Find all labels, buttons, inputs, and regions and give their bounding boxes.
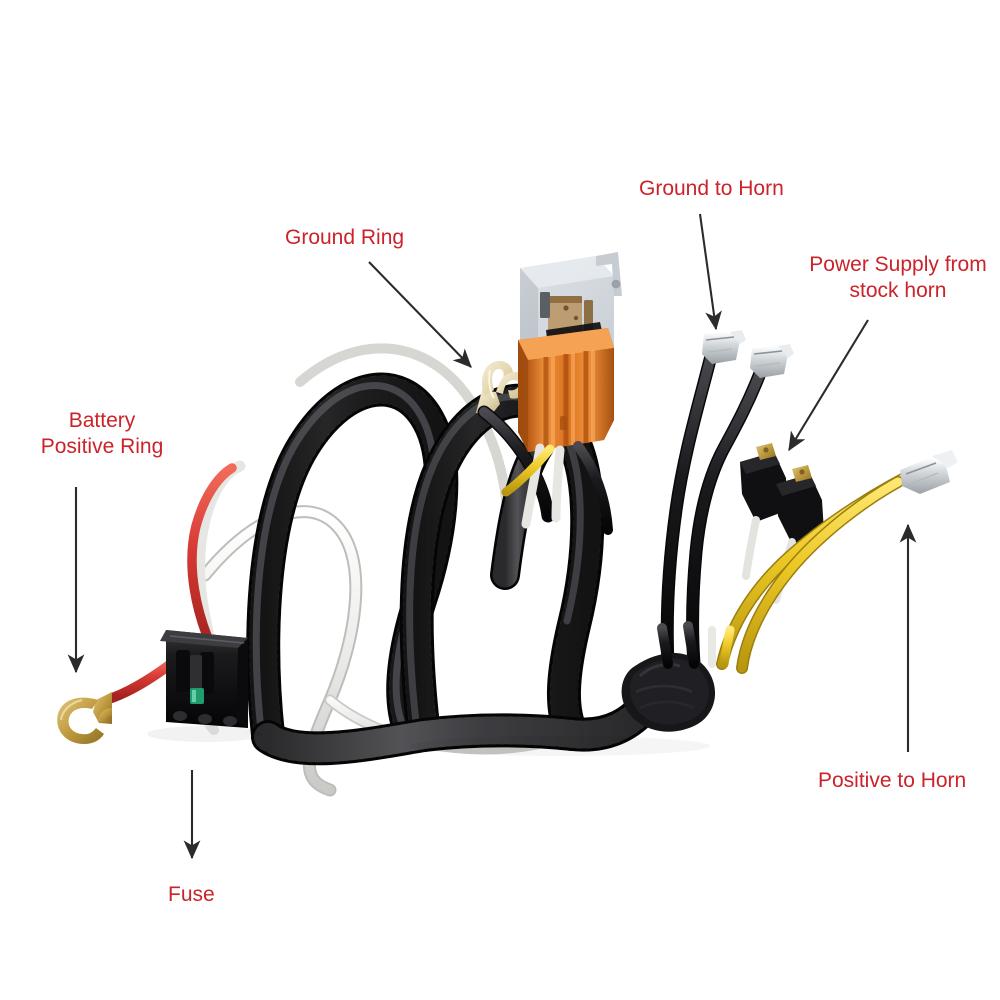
branch-black-wires bbox=[660, 345, 769, 671]
fuse-holder[interactable] bbox=[160, 630, 248, 728]
relay-assembly[interactable] bbox=[501, 252, 622, 535]
spade-terminal-ground-a bbox=[702, 330, 746, 364]
harness-wrap bbox=[621, 653, 716, 732]
fork-terminal-battery bbox=[57, 692, 112, 744]
wires-above-wrap bbox=[657, 621, 735, 669]
label-positive-to-horn: Positive to Horn bbox=[818, 769, 967, 792]
label-power-supply-from-stock-horn: Power Supply from stock horn bbox=[809, 253, 987, 302]
relay-socket bbox=[518, 328, 614, 452]
label-fuse: Fuse bbox=[168, 883, 215, 906]
label-battery-positive-ring: Battery Positive Ring bbox=[40, 409, 164, 458]
split-loom-bottom bbox=[251, 683, 667, 766]
label-ground-ring: Ground Ring bbox=[285, 226, 405, 249]
label-ground-to-horn: Ground to Horn bbox=[639, 177, 784, 200]
relay-output-wires bbox=[501, 441, 613, 535]
wire-ground-ring-lead bbox=[477, 405, 555, 523]
spade-terminal-positive bbox=[900, 450, 958, 494]
split-loom-relay-stub bbox=[490, 430, 555, 590]
bullet-connector-left bbox=[740, 443, 788, 580]
